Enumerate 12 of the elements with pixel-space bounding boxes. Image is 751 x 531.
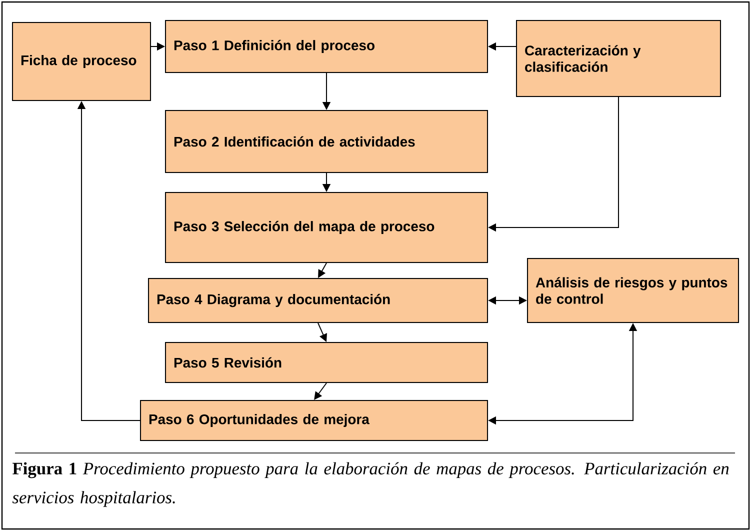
process-box: Ficha de proceso: [12, 22, 151, 101]
process-box: Caracterización y clasificación: [516, 20, 721, 97]
process-box: Análisis de riesgos y puntos de control: [527, 258, 739, 323]
process-box: Paso 6 Oportunidades de mejora: [140, 400, 488, 441]
process-box: Paso 1 Definición del proceso: [165, 20, 488, 73]
caption: Figura 1 Procedimiento propuesto para la elaboración de mapas de procesos. Particularización en servicios hospitalarios.: [12, 462, 729, 507]
process-box: Paso 5 Revisión: [165, 342, 488, 383]
arrow: [318, 262, 327, 278]
arrow: [314, 382, 327, 400]
process-box: Paso 3 Selección del mapa de proceso: [165, 192, 488, 263]
process-box: Paso 4 Diagrama y documentación: [148, 278, 488, 323]
process-box: Paso 2 Identificación de actividades: [165, 110, 488, 173]
